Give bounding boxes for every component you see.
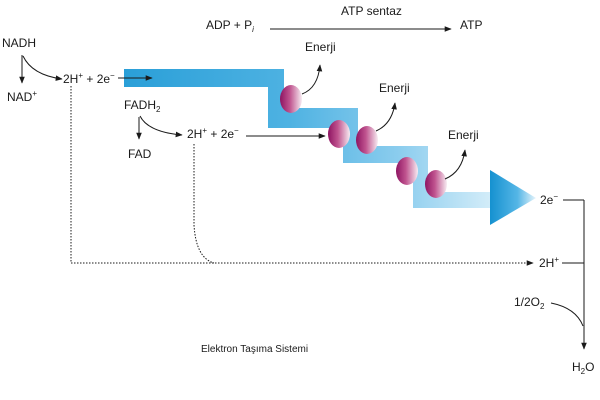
nad-plus-label: NAD+ bbox=[7, 89, 37, 104]
terminal-electrons-label: 2e− bbox=[540, 192, 558, 207]
terminal-protons-label: 2H+ bbox=[539, 255, 559, 270]
energy-label: Enerji bbox=[305, 40, 336, 54]
energy-arrow bbox=[301, 64, 323, 95]
fadh2-release-arrow bbox=[139, 115, 183, 138]
electron-carrier bbox=[328, 120, 350, 148]
electron-carrier bbox=[280, 85, 302, 113]
diagram-title: Elektron Taşıma Sistemi bbox=[201, 344, 308, 355]
electron-chain-band bbox=[124, 69, 492, 208]
electron-carrier bbox=[356, 126, 378, 154]
energy-label: Enerji bbox=[448, 128, 479, 142]
oxygen-label: 1/2O2 bbox=[514, 295, 545, 311]
fadh2-label: FADH2 bbox=[124, 98, 161, 114]
oxygen-arrow bbox=[550, 302, 584, 327]
electron-carrier bbox=[425, 170, 447, 198]
energy-label: Enerji bbox=[379, 81, 410, 95]
atp-synthase-label: ATP sentaz bbox=[341, 4, 402, 18]
fadh2-proton-path bbox=[193, 144, 215, 264]
electron-chain-arrowhead bbox=[490, 170, 536, 225]
fadh2-release-label: 2H+ + 2e− bbox=[187, 126, 239, 141]
nadh-label: NADH bbox=[2, 36, 36, 50]
nadh-release-label: 2H+ + 2e− bbox=[63, 71, 115, 86]
water-label: H2O bbox=[572, 360, 594, 376]
adp-pi-label: ADP + Pi bbox=[206, 18, 254, 34]
energy-arrow bbox=[444, 149, 467, 180]
electron-carrier bbox=[396, 157, 418, 185]
atp-label: ATP bbox=[460, 18, 482, 32]
fad-label: FAD bbox=[128, 147, 152, 161]
energy-arrow bbox=[375, 102, 397, 132]
nadh-release-arrow bbox=[22, 55, 63, 81]
